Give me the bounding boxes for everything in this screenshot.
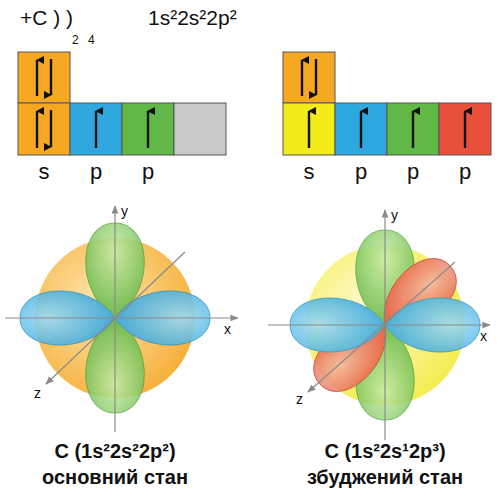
drawing-part: [315, 59, 317, 95]
state-caption: збуджений стан: [307, 466, 463, 488]
orbital-2s-box: [283, 103, 335, 155]
state-formula: C (1s²2s¹2p³): [324, 440, 445, 462]
z-axis: [46, 252, 185, 384]
drawing-part: [301, 60, 303, 96]
orbital-label: p: [90, 160, 102, 184]
drawing-part: [464, 111, 466, 148]
ground-state-boxes: [18, 52, 226, 155]
orbital-2p-box: [387, 103, 439, 155]
shell-count: 2: [72, 34, 79, 47]
orbital-2p-box: [439, 103, 491, 155]
state-caption: основний стан: [42, 466, 188, 488]
axis-label: y: [391, 208, 398, 223]
axis-label: x: [480, 329, 487, 344]
orbital-2s-box: [18, 103, 70, 155]
drawing-part: [360, 111, 362, 148]
atom-scheme: +C ) ): [20, 6, 73, 29]
orbital-label: p: [355, 160, 367, 184]
orbital-2p-box: [335, 103, 387, 155]
axis-label: z: [296, 392, 303, 407]
orbital-2p-box: [122, 103, 174, 155]
drawing-part: [95, 111, 97, 148]
drawing-part: [50, 110, 52, 147]
state-formula: C (1s²2s²2p²): [54, 440, 175, 462]
axis-label: z: [34, 386, 41, 401]
orbital-label: p: [459, 160, 471, 184]
drawing-part: [5, 206, 238, 432]
drawing-part: [36, 111, 38, 148]
electron-arrows: [302, 59, 465, 148]
ground-state-orbitals: [5, 206, 238, 432]
orbital-2p-box: [70, 103, 122, 155]
drawing-part: [308, 111, 310, 148]
orbital-label: p: [407, 160, 419, 184]
drawing-part: [268, 210, 490, 440]
electron-arrows: [37, 59, 148, 148]
drawing-part: [147, 111, 149, 148]
z-axis: [308, 262, 455, 392]
x-axis: [268, 324, 490, 325]
drawing-part: [36, 60, 38, 96]
orbital-1s-box: [283, 52, 335, 103]
excited-state-boxes: [283, 52, 491, 155]
axis-label: y: [121, 204, 128, 219]
orbital-label: p: [142, 160, 154, 184]
shell-count: 4: [88, 34, 95, 47]
x-axis: [5, 317, 238, 318]
orbital-label: s: [39, 160, 50, 184]
drawing-part: [50, 59, 52, 95]
orbital-label: s: [304, 160, 315, 184]
excited-state-orbitals: [268, 210, 490, 440]
orbital-1s-box: [18, 52, 70, 103]
axis-label: x: [224, 322, 231, 337]
electron-configuration: 1s²2s²2p²: [148, 6, 237, 29]
orbital-2p-box: [174, 103, 226, 155]
drawing-part: [412, 111, 414, 148]
